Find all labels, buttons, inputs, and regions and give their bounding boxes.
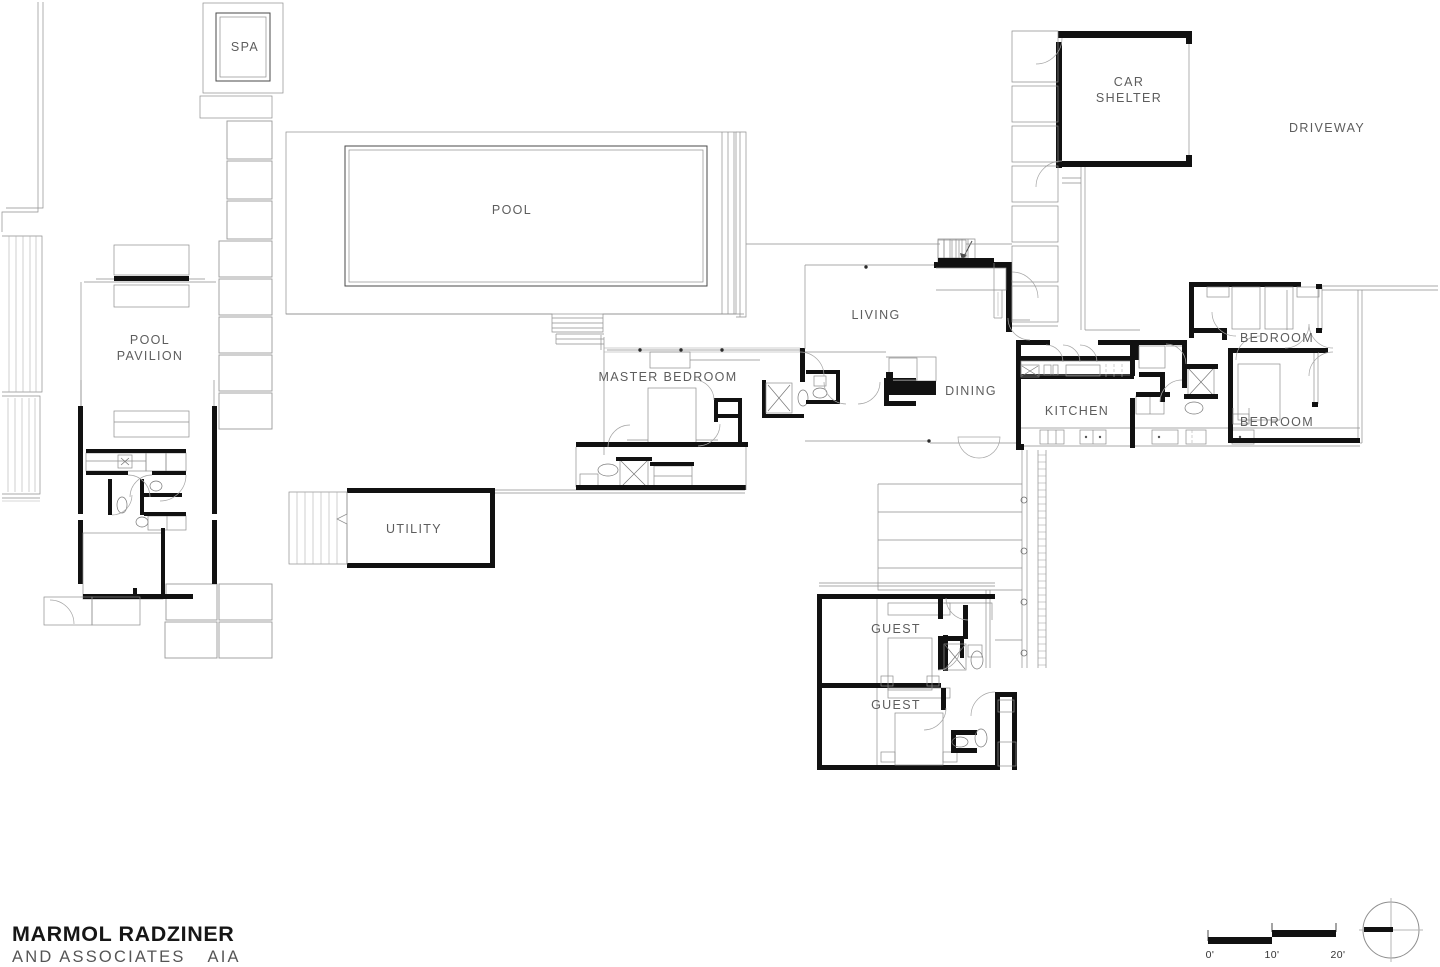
room-label-master_bedroom: MASTER BEDROOM: [598, 370, 737, 384]
room-label-pool: POOL: [492, 203, 532, 217]
entry-paver-column: [1011, 85, 1059, 327]
room-label-driveway: DRIVEWAY: [1289, 121, 1365, 135]
utility-room: [288, 488, 745, 568]
scale-tick-1: 10': [1265, 949, 1280, 961]
firm-subtitle: AND ASSOCIATES AIA: [12, 947, 241, 966]
dining-area: [930, 356, 1021, 459]
room-label-bedroom_1: BEDROOM: [1240, 331, 1314, 345]
terrace-lines: [766, 239, 1012, 290]
firm-name: MARMOL RADZINER: [12, 922, 235, 946]
north-arrow: [1359, 898, 1423, 962]
misc-site-lines: [555, 334, 1362, 444]
paver-path: [164, 120, 273, 659]
room-label-dining: DINING: [945, 384, 997, 398]
room-label-spa: SPA: [231, 40, 259, 54]
spa-structure: [199, 2, 284, 119]
car-shelter: [1011, 30, 1192, 331]
living-room: [804, 238, 1039, 443]
scale-tick-2: 20': [1331, 949, 1346, 961]
kitchen: [1007, 317, 1360, 450]
trellis-path: [877, 450, 1047, 668]
room-label-utility: UTILITY: [386, 522, 442, 536]
room-label-bedroom_2: BEDROOM: [1240, 415, 1314, 429]
pool-pavilion: [43, 244, 217, 626]
room-label-guest_2: GUEST: [871, 698, 921, 712]
firm-credit: MARMOL RADZINER AND ASSOCIATES AIA: [12, 922, 241, 966]
pool: [285, 131, 766, 333]
room-label-living: LIVING: [851, 308, 900, 322]
firm-designation: AIA: [207, 947, 241, 966]
guest-wing: [817, 582, 1022, 770]
master-bedroom-wing: [556, 333, 918, 490]
room-label-kitchen: KITCHEN: [1045, 404, 1109, 418]
firm-subtitle-text: AND ASSOCIATES: [12, 947, 186, 966]
bedroom-wing: [1189, 282, 1438, 443]
hall-bath: [1134, 340, 1218, 415]
scale-tick-0: 0': [1206, 949, 1215, 961]
scale-bar: 0' 10' 20': [1206, 923, 1346, 961]
site-boundary-left: [1, 2, 44, 502]
room-label-guest_1: GUEST: [871, 622, 921, 636]
